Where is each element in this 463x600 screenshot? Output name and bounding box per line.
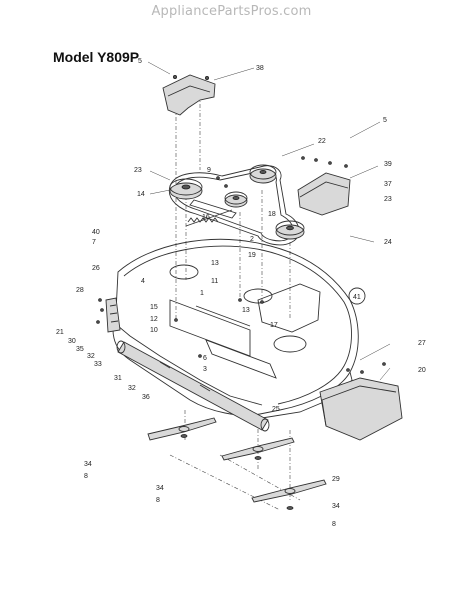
fastener-hardware	[96, 75, 386, 374]
callout-28: 28	[76, 287, 84, 294]
callout-8a: 8	[84, 473, 88, 480]
callout-34a: 34	[84, 461, 92, 468]
pulley-center	[224, 191, 248, 208]
callout-15: 15	[150, 304, 158, 311]
callout-41: 41	[353, 294, 361, 301]
pulley-top-right	[249, 164, 277, 184]
callout-23b: 23	[384, 196, 392, 203]
callout-39: 39	[384, 161, 392, 168]
callout-13a: 13	[211, 260, 219, 267]
callout-27: 27	[418, 340, 426, 347]
blade-hardware	[180, 434, 294, 510]
callout-36: 36	[142, 394, 150, 401]
callout-5a: 5	[138, 58, 142, 65]
callout-19: 19	[248, 252, 256, 259]
callout-41-circle	[348, 287, 366, 305]
pulley-left	[169, 178, 203, 200]
callout-23a: 23	[134, 167, 142, 174]
callout-9: 9	[207, 167, 211, 174]
callout-18: 18	[268, 211, 276, 218]
belt-cover	[162, 74, 216, 116]
callout-13b: 13	[242, 307, 250, 314]
leader-lines	[147, 61, 391, 381]
callout-34b: 34	[156, 485, 164, 492]
callout-3: 3	[203, 366, 207, 373]
callout-6: 6	[203, 355, 207, 362]
anti-scalp-roller	[116, 340, 270, 432]
callout-34c: 34	[332, 503, 340, 510]
idler-arm	[185, 199, 237, 227]
callout-33: 33	[94, 361, 102, 368]
callout-1: 1	[200, 290, 204, 297]
left-bracket	[105, 297, 121, 333]
assembly-guides	[169, 95, 301, 511]
callout-21: 21	[56, 329, 64, 336]
discharge-chute	[319, 377, 403, 441]
callout-37: 37	[384, 181, 392, 188]
callout-31: 31	[114, 375, 122, 382]
callout-22: 22	[318, 138, 326, 145]
callout-2: 2	[250, 236, 254, 243]
pulley-right	[275, 220, 305, 240]
callout-7: 7	[92, 239, 96, 246]
callout-20: 20	[418, 367, 426, 374]
callout-32b: 32	[128, 385, 136, 392]
callout-35: 35	[76, 346, 84, 353]
callout-12: 12	[150, 316, 158, 323]
blade-center	[221, 437, 295, 461]
callout-labels: 5 38 22 5 39 37 23 23 9 14 16 18 40 7 2 …	[56, 58, 426, 528]
callout-38: 38	[256, 65, 264, 72]
callout-30: 30	[68, 338, 76, 345]
callout-24: 24	[384, 239, 392, 246]
right-belt-cover	[297, 172, 351, 216]
callout-4: 4	[141, 278, 145, 285]
callout-25: 25	[272, 406, 280, 413]
callout-11: 11	[211, 278, 218, 285]
callout-14: 14	[137, 191, 145, 198]
callout-8b: 8	[156, 497, 160, 504]
blade-right	[251, 479, 327, 503]
callout-17: 17	[270, 322, 278, 329]
callout-26: 26	[92, 265, 100, 272]
watermark: AppliancePartsPros.com	[151, 4, 312, 19]
callout-40: 40	[92, 229, 100, 236]
callout-10: 10	[150, 327, 158, 334]
callout-29: 29	[332, 476, 340, 483]
callout-16: 16	[202, 214, 210, 221]
blade-left	[147, 417, 217, 441]
callout-32a: 32	[87, 353, 95, 360]
callout-5b: 5	[383, 117, 387, 124]
model-title: Model Y809P	[53, 49, 140, 65]
callout-8c: 8	[332, 521, 336, 528]
